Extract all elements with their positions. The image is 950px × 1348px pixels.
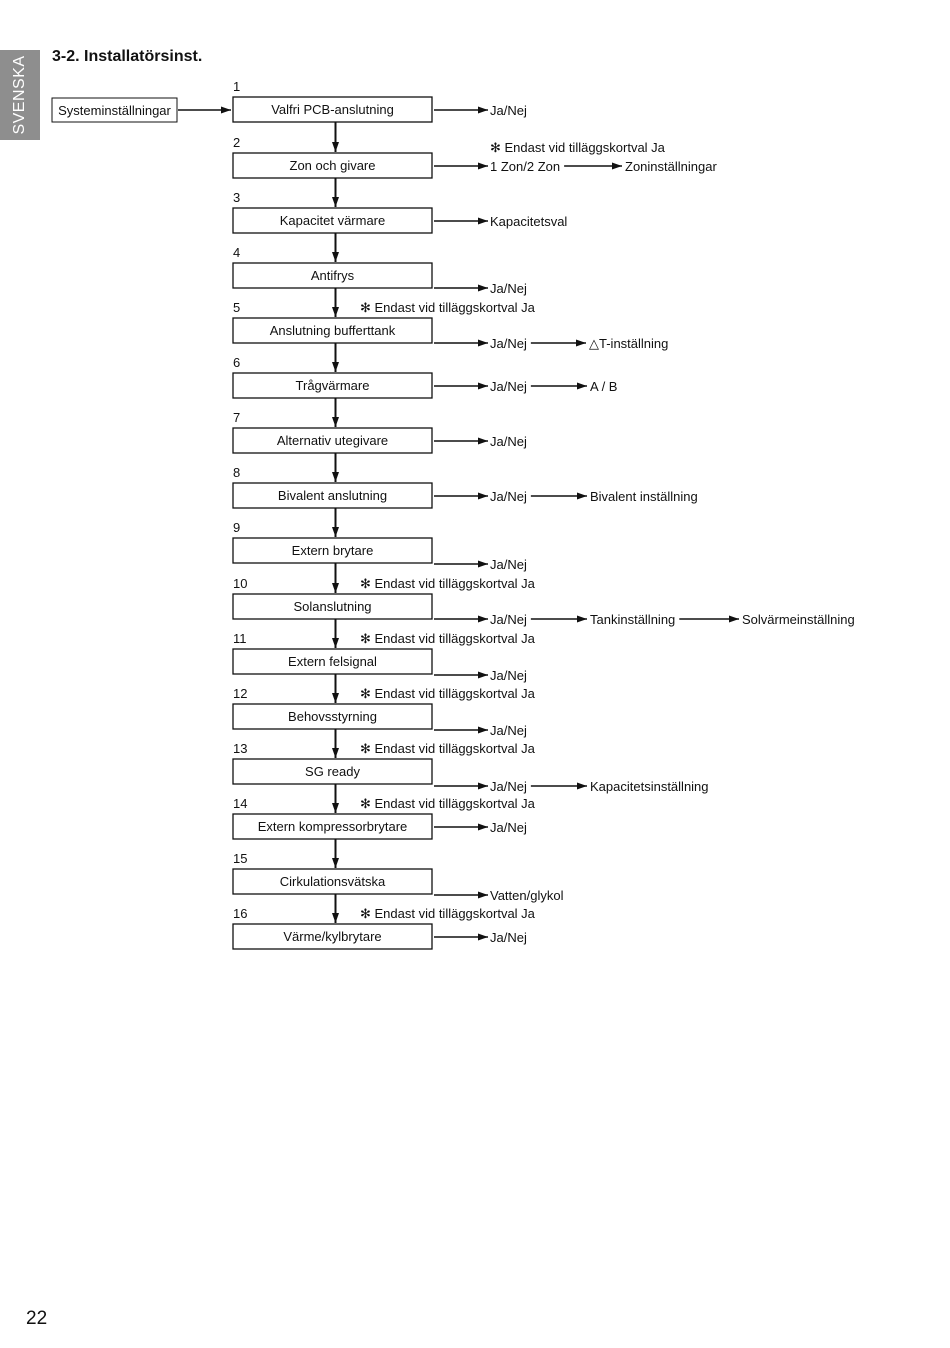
optional-board-note: ✻ Endast vid tilläggskortval Ja bbox=[360, 576, 536, 591]
output-label: Bivalent inställning bbox=[590, 489, 698, 504]
optional-board-note: ✻ Endast vid tilläggskortval Ja bbox=[360, 686, 536, 701]
step-label: Extern felsignal bbox=[288, 654, 377, 669]
output-label: Ja/Nej bbox=[490, 723, 527, 738]
output-label: Ja/Nej bbox=[490, 434, 527, 449]
step-label: Behovsstyrning bbox=[288, 709, 377, 724]
output-label: Zoninställningar bbox=[625, 159, 717, 174]
step-label: Extern brytare bbox=[292, 543, 374, 558]
step-label: Kapacitet värmare bbox=[280, 213, 386, 228]
step-box bbox=[232, 427, 433, 454]
output-label: Solvärmeinställning bbox=[742, 612, 855, 627]
step-number: 9 bbox=[233, 520, 240, 535]
section-title: 3-2. Installatörsinst. bbox=[52, 48, 203, 65]
output-label: Ja/Nej bbox=[490, 379, 527, 394]
output-label: Ja/Nej bbox=[490, 668, 527, 683]
optional-board-note: ✻ Endast vid tilläggskortval Ja bbox=[360, 300, 536, 315]
step-number: 6 bbox=[233, 355, 240, 370]
step-box bbox=[232, 593, 433, 620]
step-label: Valfri PCB-anslutning bbox=[271, 102, 394, 117]
step-label: Bivalent anslutning bbox=[278, 488, 387, 503]
step-number: 12 bbox=[233, 686, 247, 701]
step-label: Alternativ utegivare bbox=[277, 433, 388, 448]
step-number: 4 bbox=[233, 245, 240, 260]
output-label: 1 Zon/2 Zon bbox=[490, 159, 560, 174]
step-number: 7 bbox=[233, 410, 240, 425]
output-label: △T-inställning bbox=[589, 336, 668, 351]
step-box bbox=[232, 262, 433, 289]
optional-board-note: ✻ Endast vid tilläggskortval Ja bbox=[360, 796, 536, 811]
step-label: Extern kompressorbrytare bbox=[258, 819, 408, 834]
step-number: 10 bbox=[233, 576, 247, 591]
step-number: 14 bbox=[233, 796, 247, 811]
optional-board-note: ✻ Endast vid tilläggskortval Ja bbox=[360, 741, 536, 756]
step-number: 3 bbox=[233, 190, 240, 205]
step-label: Cirkulationsvätska bbox=[280, 874, 386, 889]
output-label: Ja/Nej bbox=[490, 612, 527, 627]
output-label: Ja/Nej bbox=[490, 820, 527, 835]
output-label: Ja/Nej bbox=[490, 281, 527, 296]
step-label: Trågvärmare bbox=[296, 378, 370, 393]
optional-board-note: ✻ Endast vid tilläggskortval Ja bbox=[360, 906, 536, 921]
output-label: Vatten/glykol bbox=[490, 888, 564, 903]
step-number: 1 bbox=[233, 79, 240, 94]
step-number: 2 bbox=[233, 135, 240, 150]
step-number: 16 bbox=[233, 906, 247, 921]
step-label: Värme/kylbrytare bbox=[283, 929, 381, 944]
output-label: Ja/Nej bbox=[490, 930, 527, 945]
language-tab: SVENSKA bbox=[0, 50, 40, 140]
step-box bbox=[232, 758, 433, 785]
optional-board-note: ✻ Endast vid tilläggskortval Ja bbox=[360, 631, 536, 646]
step-label: Anslutning bufferttank bbox=[270, 323, 396, 338]
step-label: Solanslutning bbox=[293, 599, 371, 614]
step-box bbox=[232, 648, 433, 675]
step-number: 15 bbox=[233, 851, 247, 866]
step-box bbox=[232, 482, 433, 509]
page-number: 22 bbox=[26, 1308, 48, 1329]
step-box bbox=[232, 813, 433, 840]
step-box bbox=[232, 868, 433, 895]
output-label: Kapacitetsval bbox=[490, 214, 567, 229]
output-label: Ja/Nej bbox=[490, 103, 527, 118]
start-box-label: Systeminställningar bbox=[58, 103, 171, 118]
output-label: Tankinställning bbox=[590, 612, 675, 627]
output-label: Ja/Nej bbox=[490, 557, 527, 572]
step-label: Zon och givare bbox=[290, 158, 376, 173]
step-box bbox=[232, 96, 433, 123]
step-box bbox=[232, 372, 433, 399]
step-number: 11 bbox=[233, 631, 247, 646]
step-number: 8 bbox=[233, 465, 240, 480]
output-label: Kapacitetsinställning bbox=[590, 779, 709, 794]
step-number: 5 bbox=[233, 300, 240, 315]
step-label: Antifrys bbox=[311, 268, 355, 283]
output-label: A / B bbox=[590, 379, 617, 394]
zone-optional-note: ✻ Endast vid tilläggskortval Ja bbox=[490, 140, 666, 155]
step-number: 13 bbox=[233, 741, 247, 756]
step-box bbox=[232, 207, 433, 234]
output-label: Ja/Nej bbox=[490, 489, 527, 504]
output-label: Ja/Nej bbox=[490, 779, 527, 794]
step-box bbox=[232, 317, 433, 344]
step-box bbox=[232, 537, 433, 564]
start-box bbox=[51, 97, 178, 123]
step-box bbox=[232, 152, 433, 179]
output-label: Ja/Nej bbox=[490, 336, 527, 351]
step-box bbox=[232, 703, 433, 730]
step-box bbox=[232, 923, 433, 950]
step-label: SG ready bbox=[305, 764, 360, 779]
